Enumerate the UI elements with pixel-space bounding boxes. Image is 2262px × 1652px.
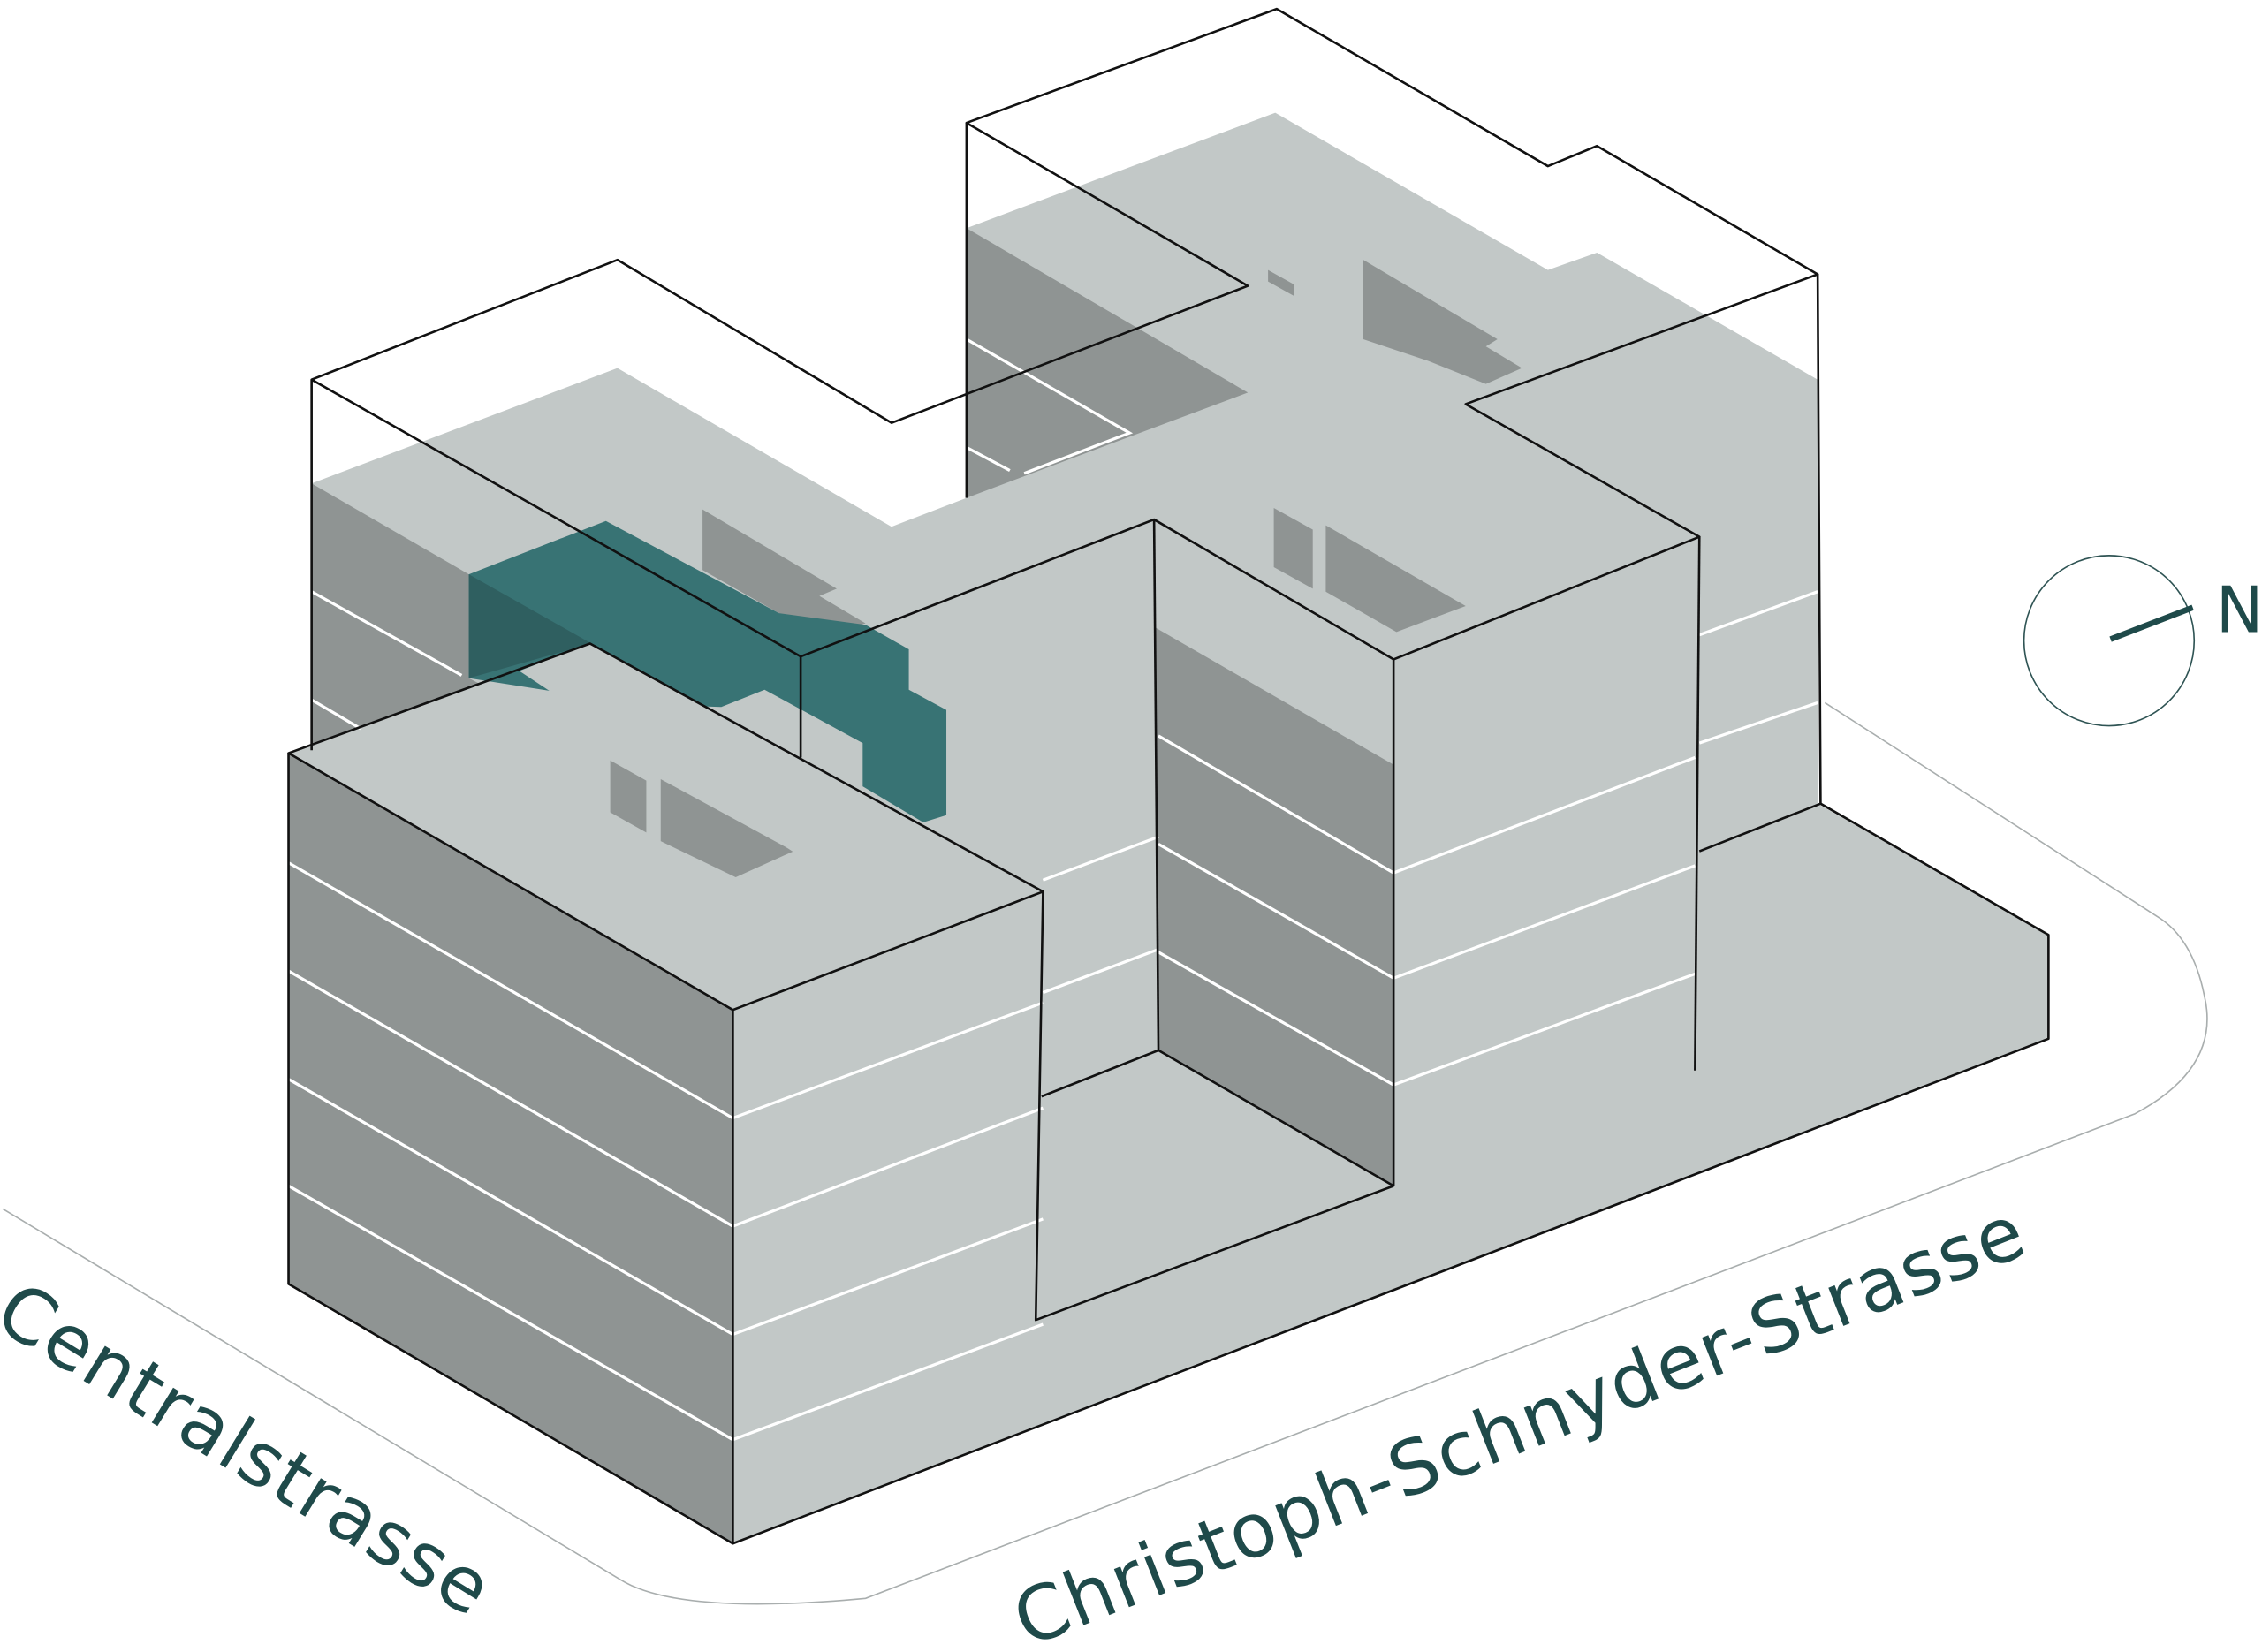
highlighted-unit-shade bbox=[468, 574, 592, 678]
compass-circle bbox=[2023, 555, 2196, 727]
compass-needle-icon bbox=[2109, 604, 2194, 642]
right-tower-west-face bbox=[966, 228, 1249, 498]
roof-structure bbox=[1325, 525, 1466, 633]
front-block-roof-overlap bbox=[519, 643, 1044, 938]
roof-structure bbox=[1273, 508, 1313, 589]
roof-structure bbox=[702, 509, 866, 635]
street-outline bbox=[2, 701, 2208, 1605]
roof-structure bbox=[1268, 269, 1294, 296]
front-block-west-face bbox=[288, 753, 733, 1544]
left-tower-west-face bbox=[311, 483, 606, 751]
roof-structure bbox=[1363, 260, 1522, 384]
highlighted-unit bbox=[468, 520, 947, 822]
north-compass: N bbox=[2023, 555, 2262, 727]
compass-north-label: N bbox=[2216, 572, 2262, 647]
roof-structure bbox=[660, 778, 793, 877]
roof-structure bbox=[610, 760, 647, 833]
building-edges bbox=[287, 7, 2050, 1545]
